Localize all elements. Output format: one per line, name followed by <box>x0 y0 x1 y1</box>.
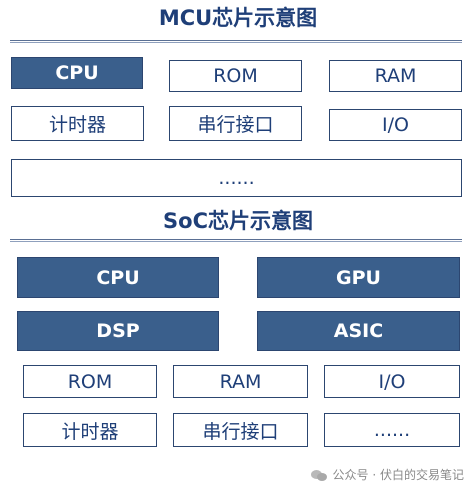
soc-asic-block: ASIC <box>257 311 460 351</box>
soc-rom-block: ROM <box>23 365 157 398</box>
wechat-icon <box>310 469 327 481</box>
soc-cpu-block: CPU <box>17 257 219 298</box>
soc-gpu-block: GPU <box>257 257 460 298</box>
soc-dsp-block: DSP <box>17 311 219 351</box>
mcu-more-block: ...... <box>11 159 462 197</box>
mcu-timer-block: 计时器 <box>11 106 144 141</box>
soc-more-block: ...... <box>324 413 460 447</box>
soc-io-block: I/O <box>324 365 460 398</box>
mcu-io-block: I/O <box>329 109 462 141</box>
mcu-rom-block: ROM <box>169 60 302 92</box>
watermark: 公众号 · 伏白的交易笔记 <box>310 466 464 483</box>
watermark-text: 公众号 · 伏白的交易笔记 <box>332 468 464 482</box>
mcu-cpu-block: CPU <box>11 57 143 89</box>
soc-divider <box>10 239 462 240</box>
soc-serial-block: 串行接口 <box>173 413 308 447</box>
mcu-serial-block: 串行接口 <box>169 106 302 141</box>
soc-timer-block: 计时器 <box>23 413 157 447</box>
soc-ram-block: RAM <box>173 365 308 398</box>
mcu-title: MCU芯片示意图 <box>158 6 318 30</box>
mcu-divider <box>10 40 462 41</box>
soc-title: SoC芯片示意图 <box>163 209 313 233</box>
mcu-ram-block: RAM <box>329 60 462 92</box>
